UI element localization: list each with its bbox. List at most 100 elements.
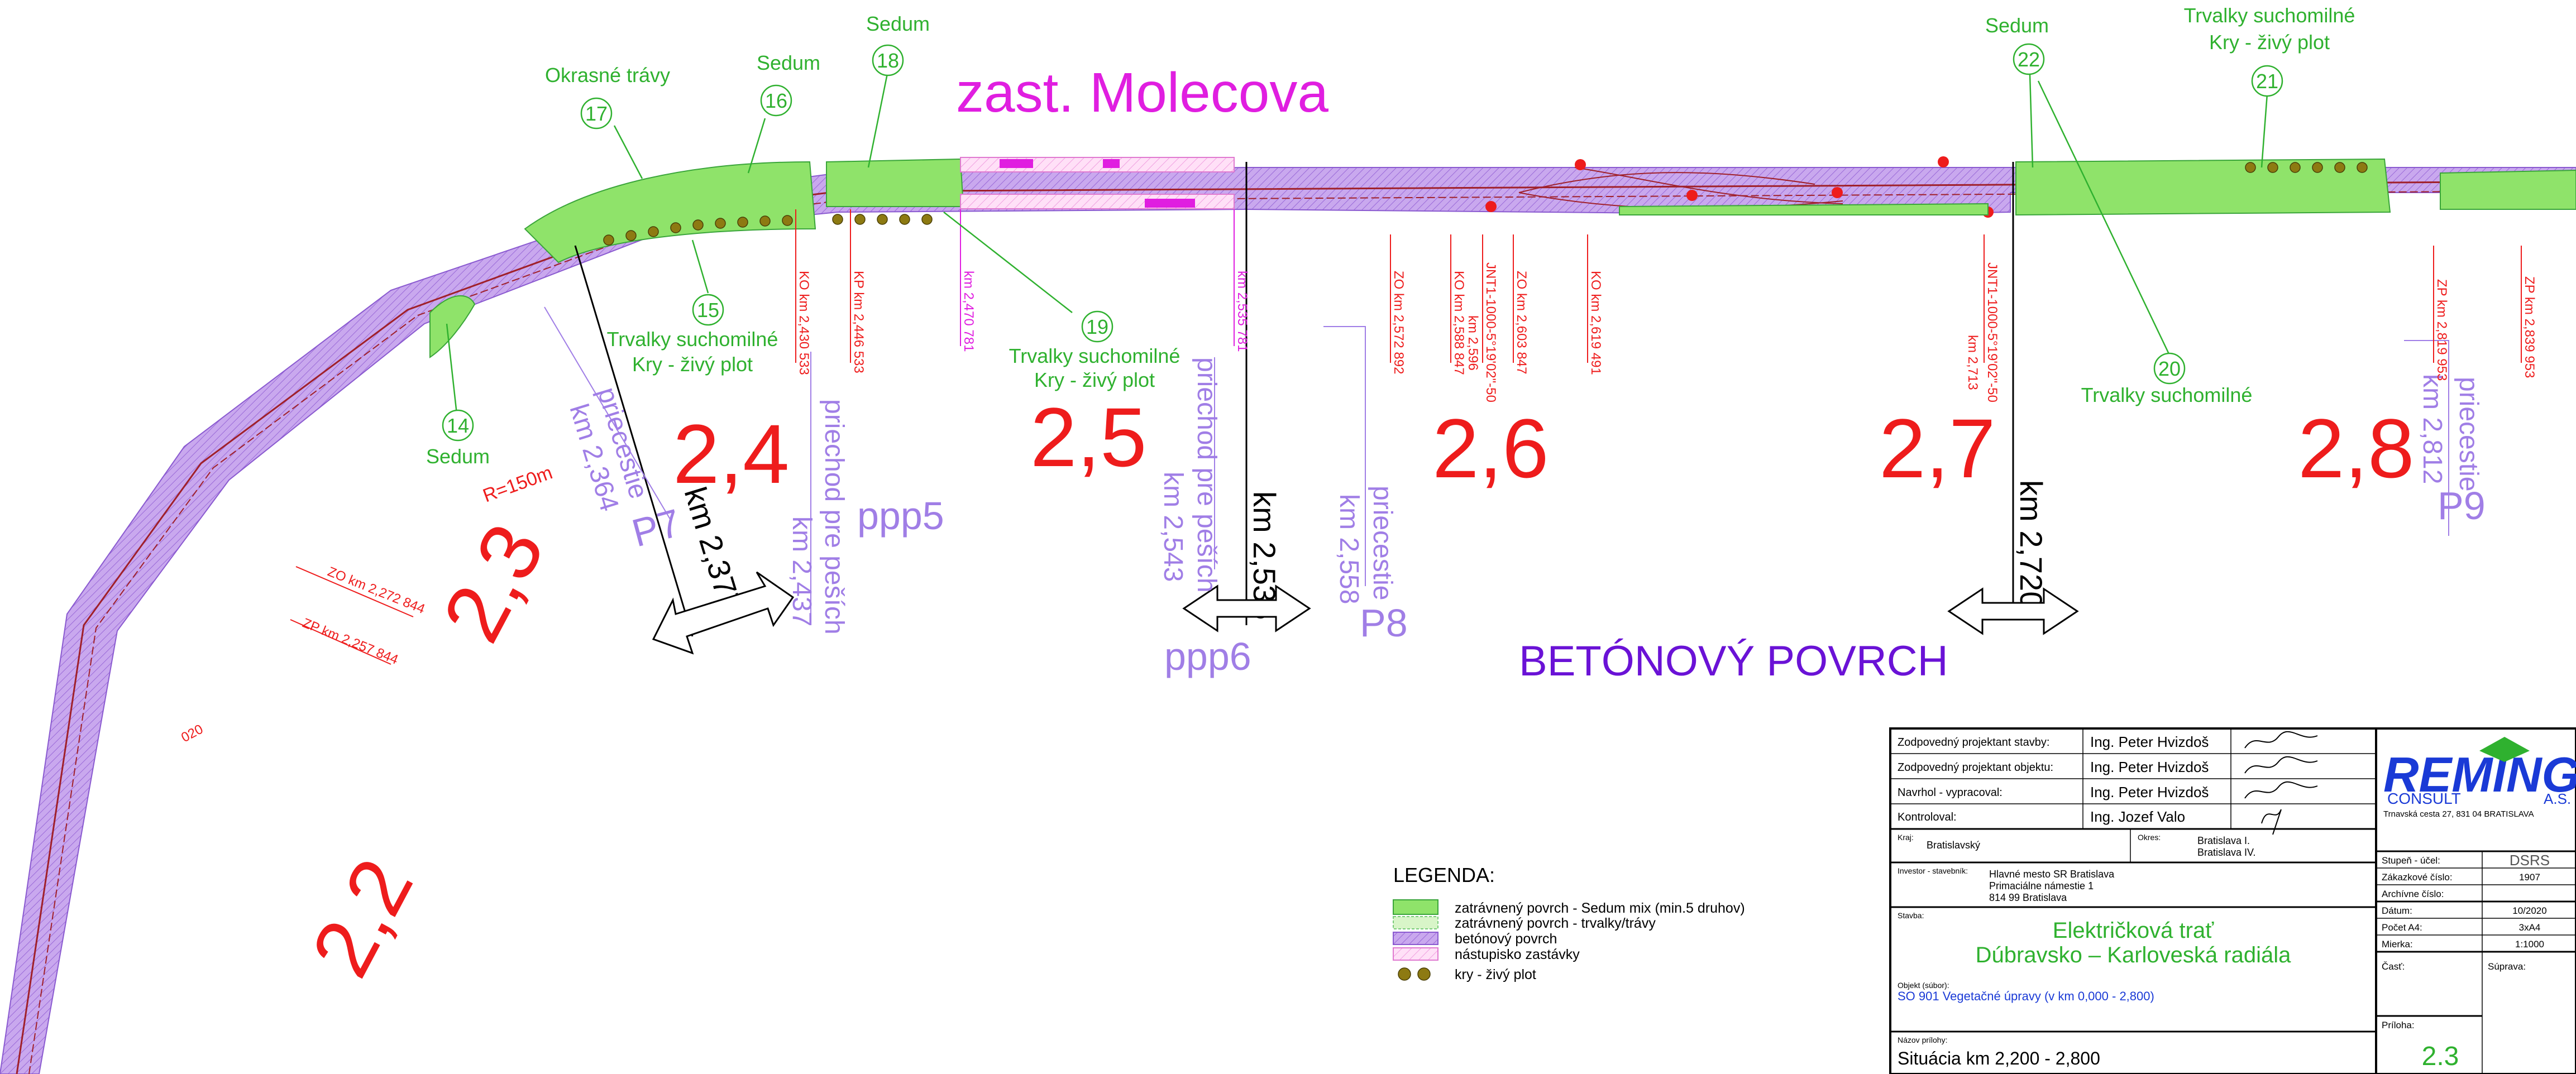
svg-text:Trvalky suchomilné: Trvalky suchomilné <box>1009 344 1181 367</box>
kraj-label: Kraj: <box>1898 833 1914 842</box>
stationing-label: KO km 2,588 847 <box>1451 271 1466 375</box>
stationing-label: JNT1-1000-5°19'02"-50 <box>1985 262 2000 402</box>
stationing-label: ZP km 2,819 953 <box>2434 279 2449 381</box>
crossing-type: priecestie <box>1368 486 1397 600</box>
priloha-value: 2.3 <box>2422 1042 2459 1071</box>
legend-label: zatrávnený povrch - Sedum mix (min.5 dru… <box>1455 900 1745 916</box>
objekt-label: Objekt (súbor): <box>1898 981 1949 990</box>
priloha-name-label: Názov prílohy: <box>1898 1035 1947 1044</box>
callout-14: 14 Sedum <box>426 409 490 468</box>
crossing-code: P8 <box>1360 601 1408 645</box>
okres-value: Bratislava IV. <box>2197 847 2255 858</box>
cast-label: Časť: <box>2382 961 2405 972</box>
title-block: Zodpovedný projektant stavby: Ing. Peter… <box>1889 727 2576 1074</box>
stationing-label: km 2,713 <box>1965 335 1980 390</box>
legend-label: betónový povrch <box>1455 931 1557 947</box>
svg-text:20: 20 <box>2158 357 2181 380</box>
shrub-icon <box>1417 967 1431 981</box>
turnout-point <box>1686 190 1698 201</box>
role-label: Kontroloval: <box>1898 811 1957 823</box>
turnout-point <box>1938 156 1949 167</box>
crossing-km: km 2,812 <box>2417 374 2447 484</box>
stationing-label: KO km 2,430 533 <box>796 271 811 375</box>
logo-chevron-icon <box>2479 737 2530 762</box>
km-number: 2,3 <box>424 509 562 656</box>
meta-label: Archívne číslo: <box>2382 889 2444 899</box>
stationing-label: 020 <box>179 722 205 746</box>
grass-area-18 <box>826 158 964 207</box>
person-name: Ing. Peter Hvizdoš <box>2090 784 2209 800</box>
legend-label: kry - živý plot <box>1455 967 1536 982</box>
callout-22: 22 Sedum <box>1985 14 2049 75</box>
suprava-label: Súprava: <box>2488 961 2526 972</box>
svg-text:21: 21 <box>2256 70 2278 93</box>
stationing-label: ZO km 2,272 844 <box>326 564 427 617</box>
stationing-label: ZO km 2,572 892 <box>1391 271 1406 374</box>
km-number: 2,8 <box>2298 401 2415 495</box>
stationing-label: ZP km 2,839 953 <box>2522 276 2537 378</box>
double-arrow-icon <box>1182 584 1311 632</box>
meta-label: Dátum: <box>2382 905 2412 916</box>
vegetation-callout-labels: 14 Sedum 15 Trvalky suchomilné Kry - živ… <box>426 4 2355 468</box>
company-logo-text: REMING <box>2383 747 2576 802</box>
svg-text:18: 18 <box>877 49 899 72</box>
responsibles-table: Zodpovedný projektant stavby: Ing. Peter… <box>1898 731 2318 835</box>
legend-label: zatrávnený povrch - trvalky/trávy <box>1455 915 1656 931</box>
stationing-label: ZO km 2,603 847 <box>1514 271 1529 374</box>
crossing-km: km 2,543 <box>1158 472 1188 582</box>
callout-17: 17 Okrasné trávy <box>545 64 670 130</box>
person-name: Ing. Peter Hvizdoš <box>2090 733 2209 750</box>
company-address: Trnavská cesta 27, 831 04 BRATISLAVA <box>2383 809 2534 819</box>
person-name: Ing. Jozef Valo <box>2090 808 2185 825</box>
crossing-code: ppp6 <box>1164 635 1251 678</box>
legend-title: LEGENDA: <box>1393 864 1495 886</box>
legend: LEGENDA: zatrávnený povrch - Sedum mix (… <box>1393 864 1745 982</box>
callout-20: 20 Trvalky suchomilné <box>2081 352 2252 406</box>
meta-value: 3xA4 <box>2519 922 2541 933</box>
surface-label: BETÓNOVÝ POVRCH <box>1519 637 1948 685</box>
signature <box>2244 756 2318 774</box>
turnout-point <box>1485 201 1497 212</box>
km-number: 2,6 <box>1432 401 1549 495</box>
stavba-label: Stavba: <box>1898 911 1924 920</box>
callout-15: 15 Trvalky suchomilné Kry - živý plot <box>607 294 778 376</box>
meta-label: Stupeň - účel: <box>2382 855 2440 866</box>
svg-text:15: 15 <box>697 299 719 322</box>
investor-line: Hlavné mesto SR Bratislava <box>1989 869 2115 880</box>
crossing-code: ppp5 <box>857 494 944 538</box>
crossing-km: km 2,437 <box>787 516 816 626</box>
double-arrow-icon <box>1947 587 2079 635</box>
meta-label: Zákazkové číslo: <box>2382 872 2453 883</box>
svg-text:Trvalky suchomilné: Trvalky suchomilné <box>607 328 778 351</box>
role-label: Navrhol - vypracoval: <box>1898 787 2003 799</box>
meta-value: 1:1000 <box>2515 939 2544 950</box>
person-name: Ing. Peter Hvizdoš <box>2090 759 2209 775</box>
okres-value: Bratislava I. <box>2197 835 2250 846</box>
crossing-code: P9 <box>2438 484 2486 528</box>
km-marker-2720: km 2,720 <box>1947 162 2079 635</box>
crossing-type: priecestie <box>2454 377 2483 491</box>
svg-text:17: 17 <box>585 102 608 125</box>
callout-18: 18 Sedum <box>866 12 930 76</box>
grass-area-mid <box>1619 203 1989 215</box>
objekt-value: SO 901 Vegetačné úpravy (v km 0,000 - 2,… <box>1898 989 2154 1003</box>
crossing-code: P7 <box>628 501 685 555</box>
svg-text:19: 19 <box>1086 315 1108 338</box>
stavba-title: Električková trať <box>2053 918 2214 943</box>
concrete-surface <box>0 167 2576 1074</box>
callout-19: 19 Trvalky suchomilné Kry - živý plot <box>1009 310 1181 391</box>
svg-text:Kry - živý plot: Kry - živý plot <box>1034 368 1155 391</box>
turnout-point <box>1832 187 1843 198</box>
meta-value: DSRS <box>2510 852 2550 869</box>
hedge-shrubs <box>603 162 2368 246</box>
callout-21: 21 Trvalky suchomilné Kry - živý plot <box>2184 4 2355 97</box>
stationing-label: km 2,535 781 <box>1235 271 1250 352</box>
stop-name: zast. Molecova <box>956 61 1328 124</box>
signature <box>2261 809 2282 835</box>
investor-line: 814 99 Bratislava <box>1989 892 2067 903</box>
crossing-type: priechod pre peších <box>819 399 849 635</box>
km-number: 2,4 <box>673 407 790 501</box>
platform <box>960 157 1235 209</box>
stationing-label: ZP km 2,257 844 <box>300 616 400 668</box>
